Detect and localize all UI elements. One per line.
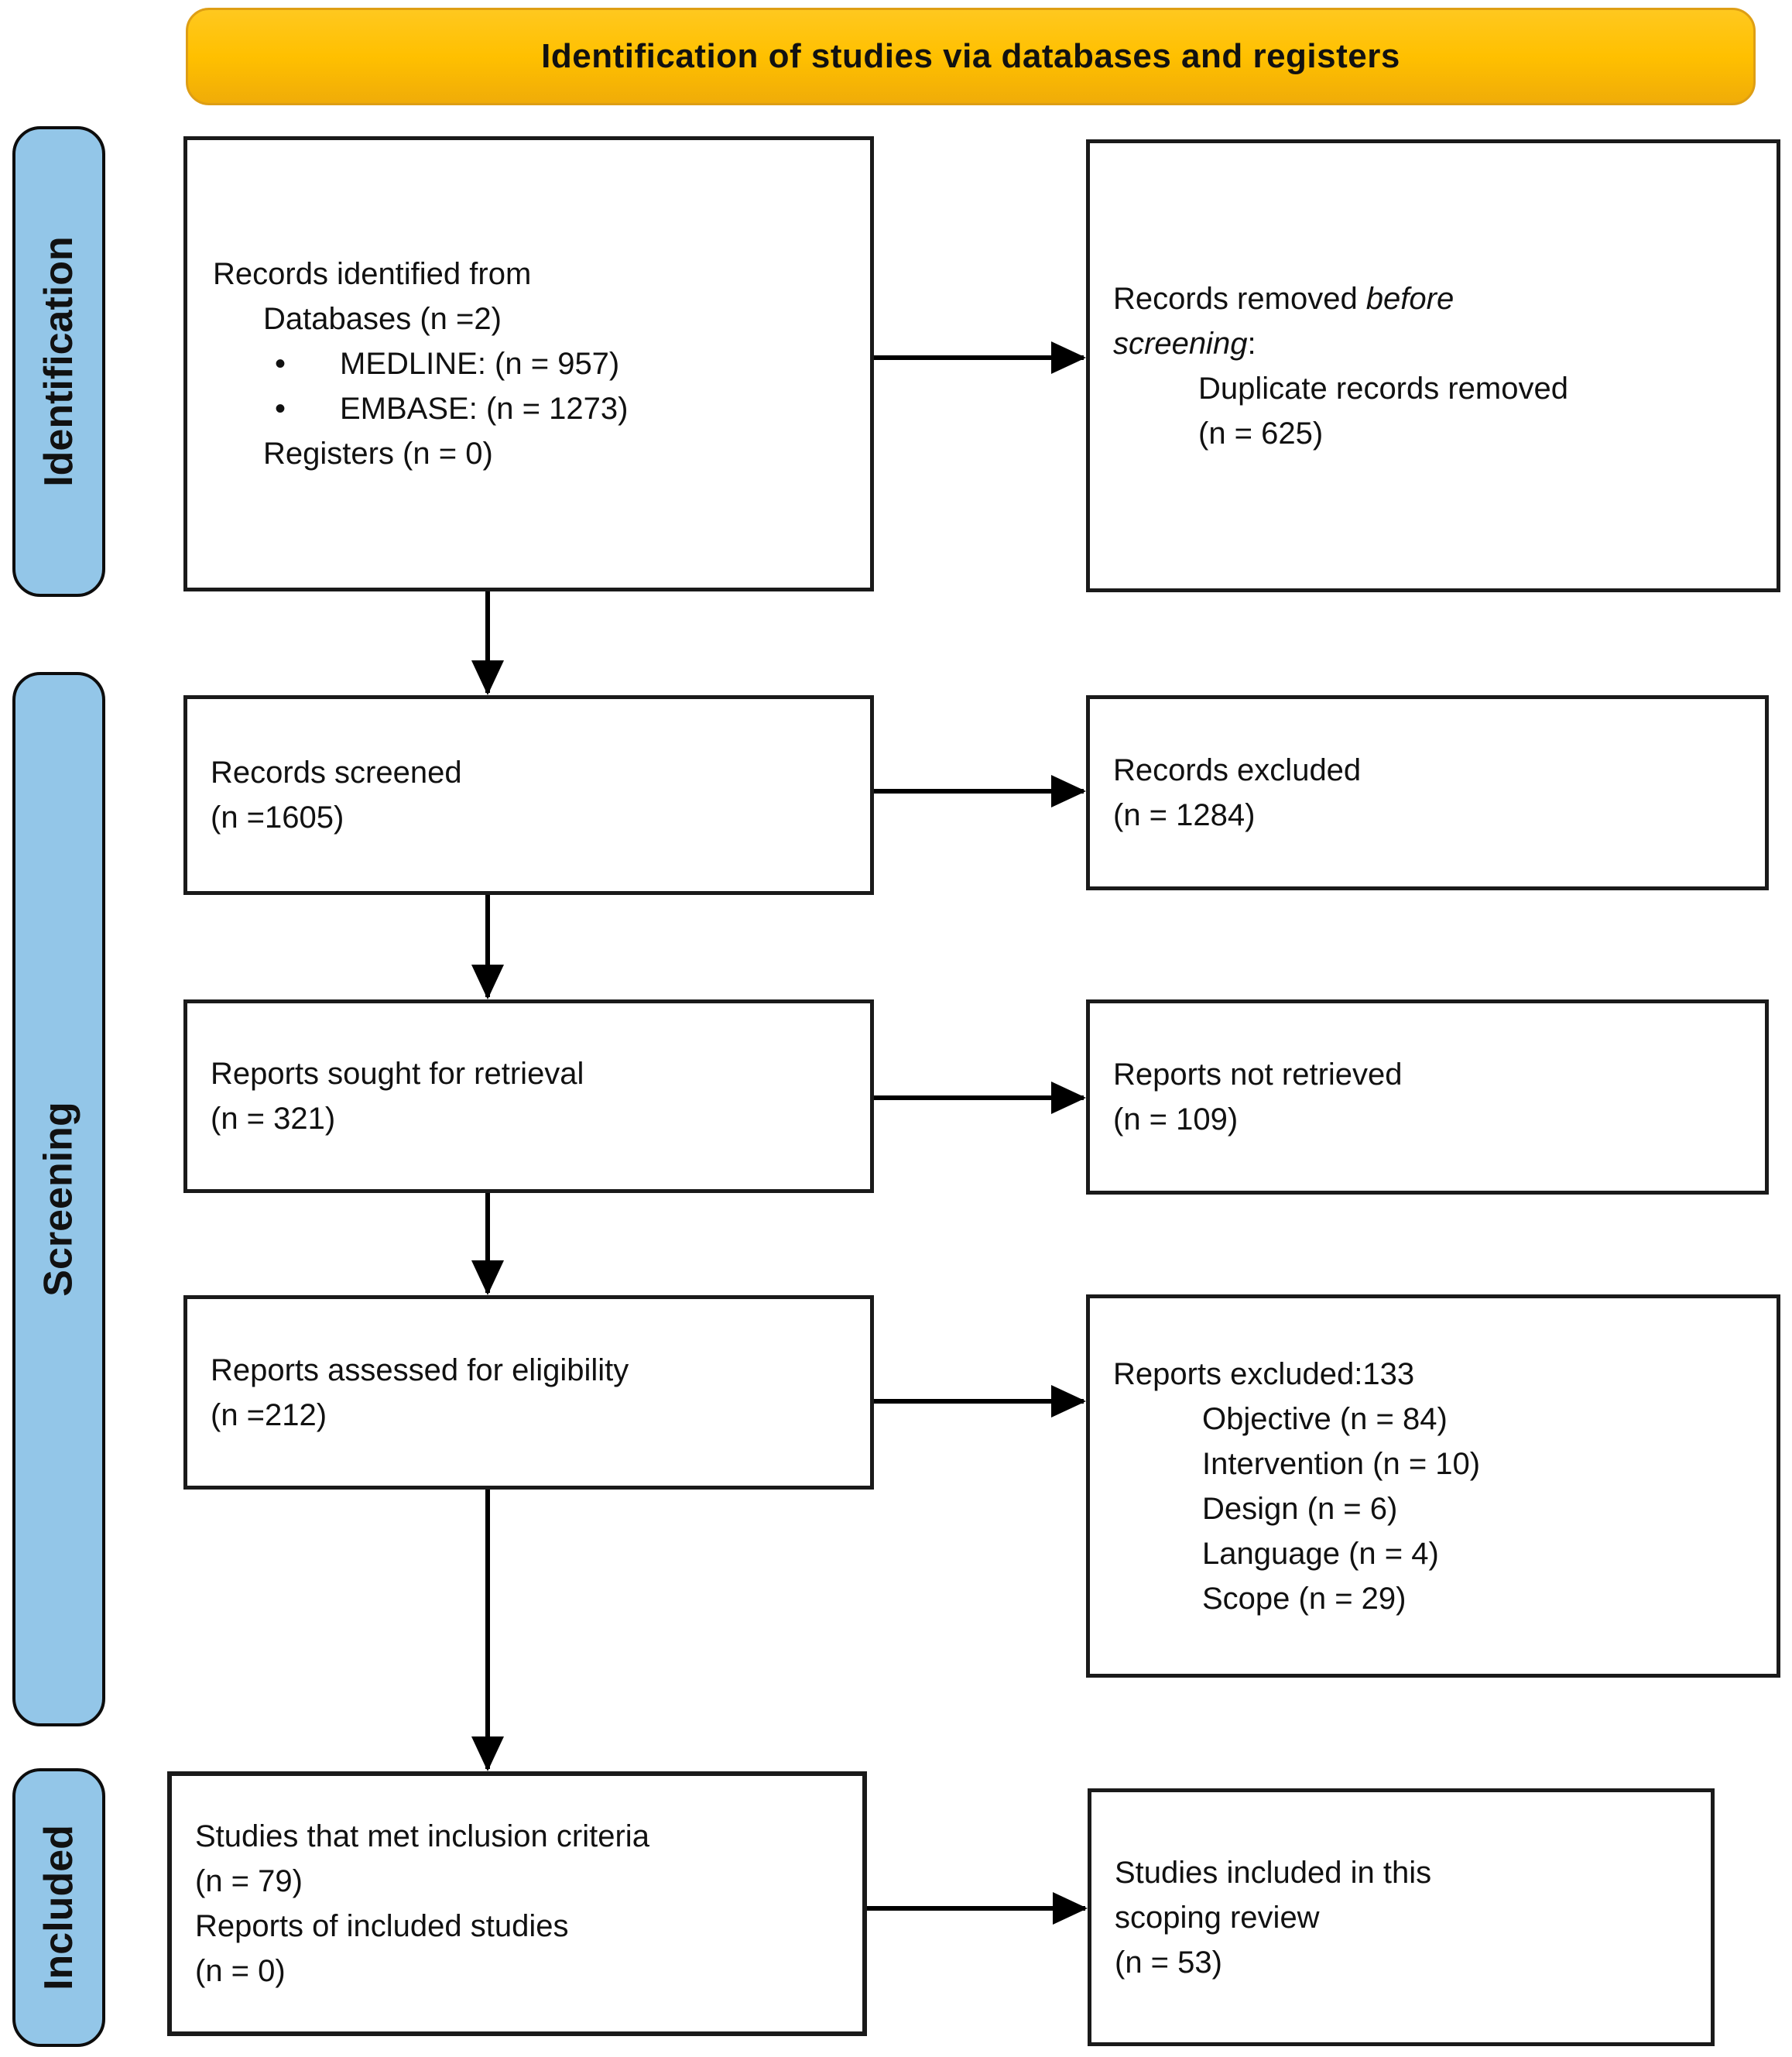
box-records-identified: Records identified from Databases (n =2)… [183,136,874,591]
text-line: Databases (n =2) [263,302,502,336]
text-line: Reports not retrieved [1113,1058,1403,1092]
text-line: (n =212) [211,1397,327,1432]
box-records-screened: Records screened (n =1605) [183,695,874,895]
header-title: Identification of studies via databases … [541,37,1400,75]
box-studies-met-inclusion: Studies that met inclusion criteria (n =… [167,1771,867,2036]
bullet-icon: • [275,347,286,381]
text-line: Records identified from [213,257,532,291]
text-line: (n = 79) [195,1864,303,1898]
text-line: Records screened [211,756,462,790]
text-line: Objective (n = 84) [1202,1401,1448,1436]
text-line: Studies that met inclusion criteria [195,1819,649,1853]
text-line: (n = 321) [211,1102,336,1136]
text-line: (n = 109) [1113,1102,1239,1136]
sidebar-label-identification: Identification [12,126,105,597]
text-line: Reports sought for retrieval [211,1057,584,1091]
text-line: Duplicate records removed [1198,371,1568,406]
text-line: Language (n = 4) [1202,1536,1439,1571]
text-line: (n = 0) [195,1954,286,1988]
box-records-excluded: Records excluded (n = 1284) [1086,695,1769,890]
box-reports-excluded: Reports excluded:133 Objective (n = 84) … [1086,1294,1780,1678]
text-line: (n = 1284) [1113,798,1256,832]
text-line: •EMBASE: (n = 1273) [213,386,856,431]
box-reports-sought: Reports sought for retrieval (n = 321) [183,999,874,1193]
text-line: (n = 625) [1198,416,1324,451]
text-line: scoping review [1115,1900,1320,1935]
box-reports-assessed: Reports assessed for eligibility (n =212… [183,1295,874,1490]
text-line: •MEDLINE: (n = 957) [213,341,856,386]
box-records-removed-before-screening: Records removed before screening: Duplic… [1086,139,1780,592]
text-line: (n = 53) [1115,1945,1222,1980]
text-line: (n =1605) [211,801,344,835]
text-line: Reports assessed for eligibility [211,1352,629,1387]
text-line: Registers (n = 0) [263,437,493,471]
sidebar-label-screening: Screening [12,672,105,1726]
text-line: Records excluded [1113,753,1362,787]
box-reports-not-retrieved: Reports not retrieved (n = 109) [1086,999,1769,1195]
text-line: Scope (n = 29) [1202,1581,1407,1616]
bullet-icon: • [275,392,286,426]
text-line: Reports excluded:133 [1113,1356,1415,1391]
box-studies-included: Studies included in this scoping review … [1088,1788,1715,2046]
text-line: Records removed before [1113,281,1455,316]
text-line: Intervention (n = 10) [1202,1446,1481,1481]
text-line: screening: [1113,326,1256,361]
header-banner: Identification of studies via databases … [186,8,1756,105]
sidebar-label-included: Included [12,1768,105,2047]
text-line: Design (n = 6) [1202,1491,1398,1526]
text-line: Studies included in this [1115,1855,1432,1890]
text-line: Reports of included studies [195,1909,569,1943]
